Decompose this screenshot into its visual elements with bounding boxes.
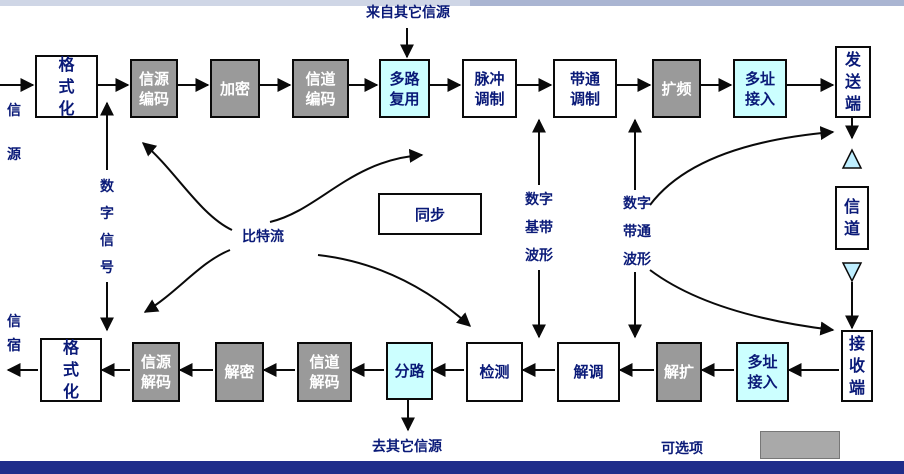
multiplex-label: 多路 复用 — [389, 69, 420, 108]
bandpass-waveform-label: 数字 带通 波形 — [623, 196, 651, 268]
decrypt-label: 解密 — [224, 363, 255, 381]
sync-label: 同步 — [414, 205, 445, 224]
to-other-sinks-label: 去其它信源 — [372, 439, 442, 455]
tx-format-box: 格 式 化 — [35, 55, 98, 118]
baseband-waveform-label: 数字 基带 波形 — [525, 192, 553, 264]
tx-format-label: 格 式 化 — [58, 54, 75, 118]
multiple-access-tx-label: 多址 接入 — [744, 69, 775, 108]
detection-box: 检测 — [466, 342, 523, 402]
encrypt-box: 加密 — [210, 59, 260, 118]
despread-box: 解扩 — [656, 342, 702, 402]
source-encode-box: 信源 编码 — [130, 59, 178, 118]
top-border-accent — [470, 0, 904, 6]
multiple-access-rx-box: 多址 接入 — [736, 342, 789, 402]
source-decode-box: 信源 解码 — [132, 342, 180, 402]
multiple-access-rx-label: 多址 接入 — [747, 353, 778, 391]
encrypt-label: 加密 — [219, 79, 250, 98]
rx-format-label: 格 式 化 — [62, 338, 79, 401]
digital-signal-label: 数 字 信 号 — [100, 179, 114, 276]
rx-antenna-icon — [841, 262, 863, 283]
multiple-access-tx-box: 多址 接入 — [733, 59, 787, 118]
optional-legend-swatch — [760, 431, 840, 459]
demodulation-box: 解调 — [557, 342, 620, 402]
sync-box: 同步 — [378, 193, 482, 235]
demodulation-label: 解调 — [573, 363, 604, 381]
spread-spectrum-label: 扩频 — [661, 79, 692, 98]
spread-spectrum-box: 扩频 — [652, 59, 701, 118]
optional-legend-label: 可选项 — [661, 441, 703, 457]
from-other-sources-label: 来自其它信源 — [366, 5, 450, 21]
sink-label: 信 宿 — [7, 314, 21, 354]
source-label: 信 源 — [7, 103, 21, 163]
pulse-modulation-label: 脉冲 调制 — [474, 69, 505, 108]
pulse-modulation-box: 脉冲 调制 — [462, 59, 517, 118]
detection-label: 检测 — [479, 363, 510, 381]
channel-decode-label: 信道 解码 — [309, 353, 340, 391]
receiver-label: 接 收 端 — [848, 334, 865, 397]
channel-encode-box: 信道 编码 — [292, 59, 349, 118]
receiver-box: 接 收 端 — [841, 330, 873, 402]
decrypt-box: 解密 — [215, 342, 264, 402]
transmitter-label: 发 送 端 — [844, 50, 861, 113]
channel-decode-box: 信道 解码 — [297, 342, 352, 402]
top-border — [0, 0, 904, 6]
channel-encode-label: 信道 编码 — [305, 69, 336, 108]
bandpass-modulation-box: 带通 调制 — [553, 59, 617, 118]
source-decode-label: 信源 解码 — [140, 353, 171, 391]
rx-format-box: 格 式 化 — [40, 338, 102, 402]
despread-label: 解扩 — [663, 363, 694, 381]
channel-label: 信 道 — [843, 197, 860, 238]
transmitter-box: 发 送 端 — [835, 46, 871, 118]
bottom-border — [0, 461, 904, 474]
multiplex-box: 多路 复用 — [379, 59, 430, 118]
bitstream-label: 比特流 — [242, 229, 284, 245]
demultiplex-label: 分路 — [394, 362, 425, 380]
bandpass-modulation-label: 带通 调制 — [569, 69, 600, 108]
tx-antenna-icon — [841, 148, 863, 169]
demultiplex-box: 分路 — [386, 342, 433, 400]
source-encode-label: 信源 编码 — [138, 69, 169, 108]
channel-box: 信 道 — [835, 186, 869, 250]
